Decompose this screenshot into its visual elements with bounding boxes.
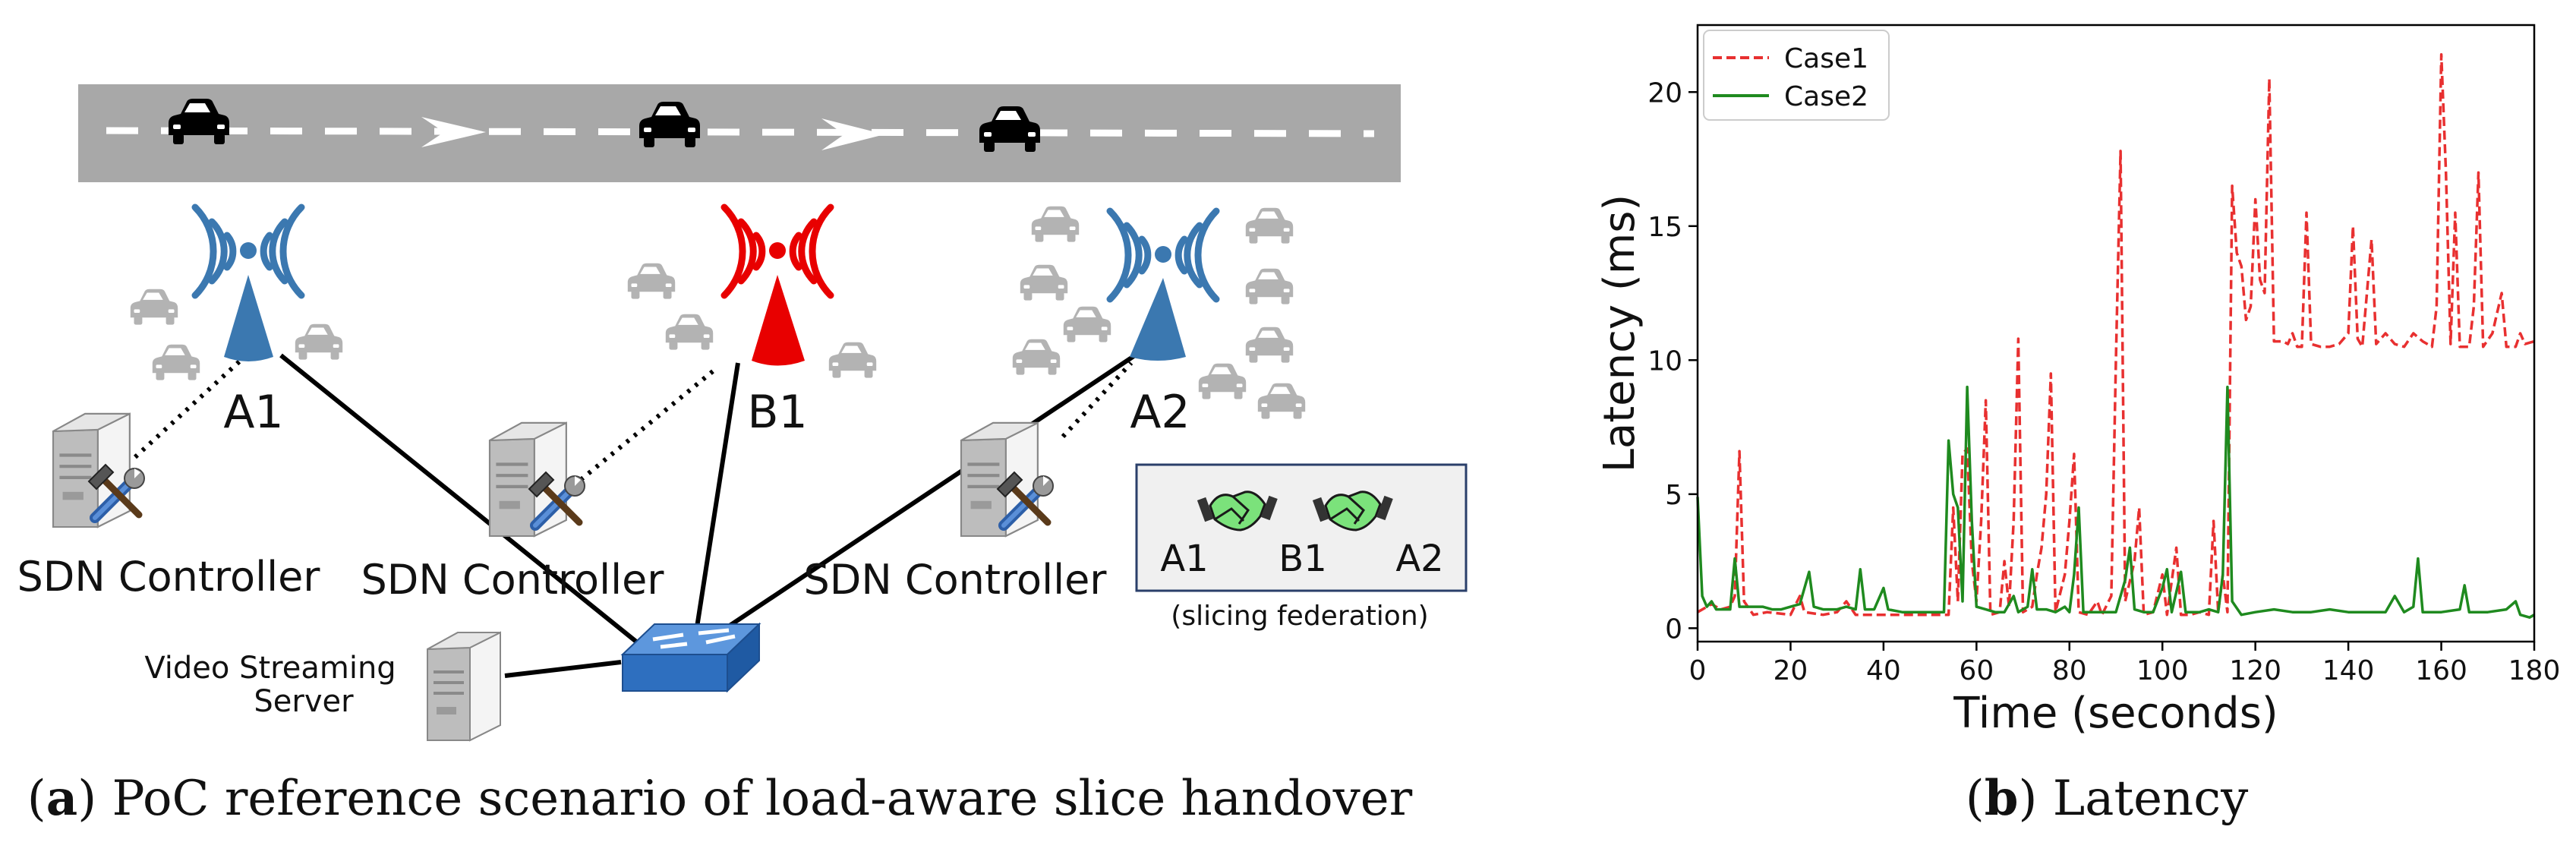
switch-icon <box>620 622 761 693</box>
car-icon <box>1198 363 1247 399</box>
car-icon <box>1020 264 1068 301</box>
server-icon <box>53 414 130 527</box>
station-label-a2: A2 <box>1130 386 1190 439</box>
server-label-line2: Server <box>254 684 354 719</box>
x-tick-label: 80 <box>2052 655 2087 686</box>
arrow-icon <box>421 117 486 147</box>
server-icon <box>426 631 502 742</box>
y-tick-label: 20 <box>1647 77 1682 109</box>
server-icon <box>961 423 1038 536</box>
x-tick-label: 180 <box>2508 655 2561 686</box>
server-icon <box>490 423 566 536</box>
legend-label-case1: Case1 <box>1784 43 1868 74</box>
y-tick-label: 10 <box>1647 345 1682 377</box>
link-b1-switch <box>695 362 740 628</box>
car-icon <box>1063 306 1111 342</box>
caption-b-text: Latency <box>2053 771 2248 827</box>
legend-label-case2: Case2 <box>1784 81 1868 112</box>
road-center-line <box>106 127 1375 137</box>
x-tick-label: 40 <box>1866 655 1901 686</box>
x-tick-label: 140 <box>2322 655 2375 686</box>
scenario-diagram: A1 B1 A2 SDN Controller SDN Controller S… <box>17 84 1468 742</box>
arrow-icon <box>821 118 884 150</box>
federation-label-b1: B1 <box>1279 538 1326 580</box>
car-icon <box>130 289 178 325</box>
car-icon <box>295 323 343 360</box>
antenna-icon <box>195 207 301 361</box>
car-icon <box>1257 383 1306 419</box>
series-line-case1 <box>1697 53 2535 617</box>
x-tick-label: 120 <box>2229 655 2281 686</box>
x-tick-label: 0 <box>1689 655 1707 686</box>
x-tick-label: 60 <box>1959 655 1994 686</box>
x-tick-label: 20 <box>1774 655 1808 686</box>
link-controller-a2 <box>1061 361 1134 439</box>
car-icon <box>1245 207 1294 244</box>
y-axis-label: Latency (ms) <box>1595 194 1644 473</box>
caption-b-letter: b <box>1985 770 2019 827</box>
y-tick-label: 15 <box>1647 212 1682 243</box>
link-controller-b1 <box>572 365 719 488</box>
station-label-b1: B1 <box>747 386 807 439</box>
antenna-icon <box>1110 211 1216 361</box>
station-label-a1: A1 <box>223 386 283 439</box>
plot-frame <box>1696 24 2536 643</box>
car-icon <box>665 314 714 350</box>
x-tick-label: 100 <box>2136 655 2189 686</box>
x-axis-label: Time (seconds) <box>1953 689 2278 738</box>
federation-label-a2: A2 <box>1395 538 1443 580</box>
car-icon <box>1012 339 1061 375</box>
y-tick-label: 5 <box>1665 480 1682 511</box>
link-server-switch <box>504 660 622 678</box>
car-icon <box>1031 206 1080 242</box>
caption-b: (b) Latency <box>1966 770 2249 827</box>
car-icon <box>152 344 200 380</box>
series-line-case2 <box>1696 385 2535 619</box>
caption-a-text: PoC reference scenario of load-aware sli… <box>112 771 1413 827</box>
car-icon <box>1245 326 1294 363</box>
y-tick-label: 0 <box>1665 614 1682 645</box>
link-a1-switch <box>279 353 638 644</box>
car-icon <box>627 263 676 299</box>
server-label-line1: Video Streaming <box>144 651 396 686</box>
link-a2-switch <box>726 353 1137 629</box>
car-icon <box>1245 268 1294 304</box>
legend-box <box>1703 30 1890 121</box>
x-tick-label: 160 <box>2415 655 2467 686</box>
controller-label: SDN Controller <box>361 556 664 604</box>
federation-label-a1: A1 <box>1160 538 1208 580</box>
controller-label: SDN Controller <box>17 553 320 601</box>
caption-a: (a) PoC reference scenario of load-aware… <box>27 770 1413 827</box>
federation-caption: (slicing federation) <box>1171 601 1428 632</box>
caption-a-letter: a <box>46 770 77 827</box>
controller-label: SDN Controller <box>803 556 1107 604</box>
car-icon <box>828 342 877 378</box>
federation-box: A1 B1 A2 <box>1135 463 1468 592</box>
antenna-icon <box>724 207 831 366</box>
